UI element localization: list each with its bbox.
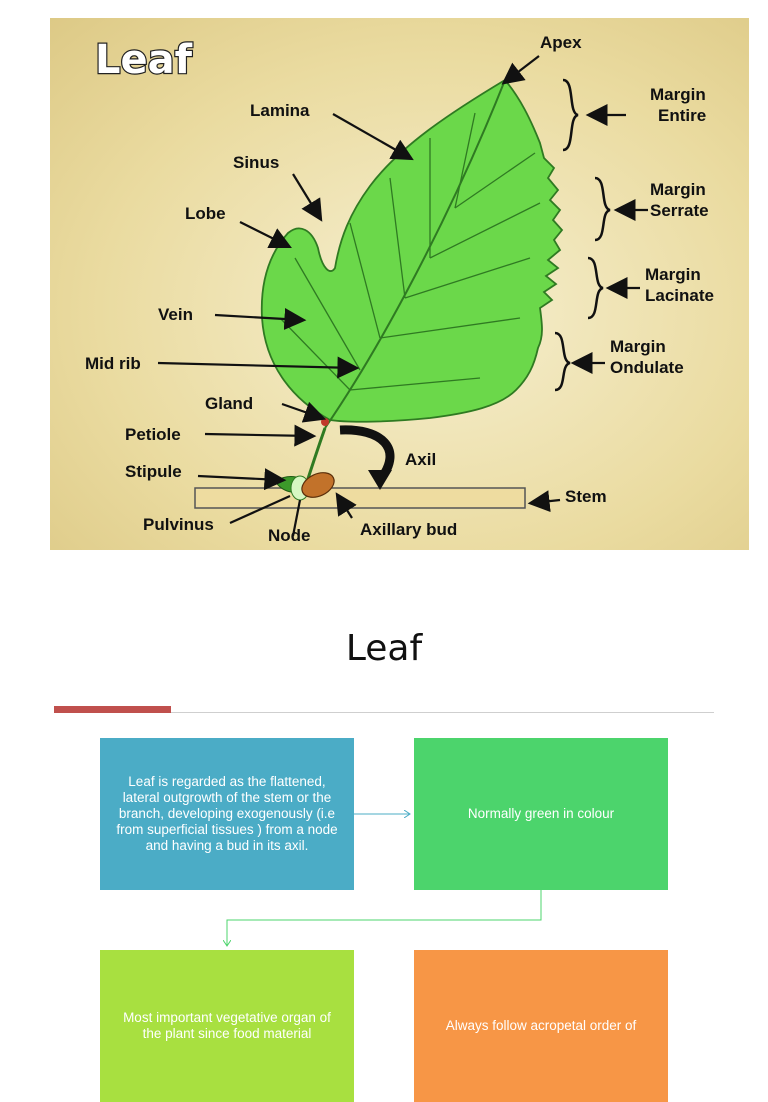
label-margin-lacinate-2: Lacinate — [645, 286, 714, 305]
label-margin-serrate-1: Margin — [650, 180, 706, 199]
flow-box-definition: Leaf is regarded as the flattened, later… — [100, 738, 354, 890]
label-apex: Apex — [540, 33, 582, 52]
label-petiole: Petiole — [125, 425, 181, 444]
slide-title: Leaf — [345, 628, 423, 669]
label-stipule: Stipule — [125, 462, 182, 481]
leaf-veins — [279, 79, 541, 429]
diagram-title: Leaf — [95, 37, 193, 83]
label-lobe: Lobe — [185, 204, 226, 223]
flow-box-vegetative-organ: Most important vegetative organ of the p… — [100, 950, 354, 1102]
label-margin-entire-2: Entire — [658, 106, 706, 125]
label-stem: Stem — [565, 487, 607, 506]
leaf-diagram: Leaf Apex Lamina Sinus Lobe Vein Mid rib… — [50, 18, 749, 550]
label-node: Node — [268, 526, 311, 545]
label-margin-serrate-2: Serrate — [650, 201, 709, 220]
label-midrib: Mid rib — [85, 354, 141, 373]
label-gland: Gland — [205, 394, 253, 413]
label-margin-lacinate-1: Margin — [645, 265, 701, 284]
label-pulvinus: Pulvinus — [143, 515, 214, 534]
label-axil: Axil — [405, 450, 436, 469]
axillary-bud-shape — [301, 472, 335, 498]
label-margin-ondulate-2: Ondulate — [610, 358, 684, 377]
leaf-diagram-svg: Leaf Apex Lamina Sinus Lobe Vein Mid rib… — [50, 18, 749, 550]
flow-box-acropetal-order: Always follow acropetal order of — [414, 950, 668, 1102]
title-accent-bar — [54, 706, 171, 713]
flow-box-colour: Normally green in colour — [414, 738, 668, 890]
label-axillary-bud: Axillary bud — [360, 520, 457, 539]
label-arrows — [157, 55, 648, 537]
label-lamina: Lamina — [250, 101, 310, 120]
stem-shape — [194, 487, 526, 509]
axil-arrowhead — [368, 470, 392, 490]
connector-2-3 — [227, 890, 542, 946]
label-vein: Vein — [158, 305, 193, 324]
label-sinus: Sinus — [233, 153, 279, 172]
margin-braces — [554, 78, 611, 392]
title-divider — [54, 712, 714, 713]
label-margin-entire-1: Margin — [650, 85, 706, 104]
gland-dot — [321, 418, 329, 426]
label-margin-ondulate-1: Margin — [610, 337, 666, 356]
